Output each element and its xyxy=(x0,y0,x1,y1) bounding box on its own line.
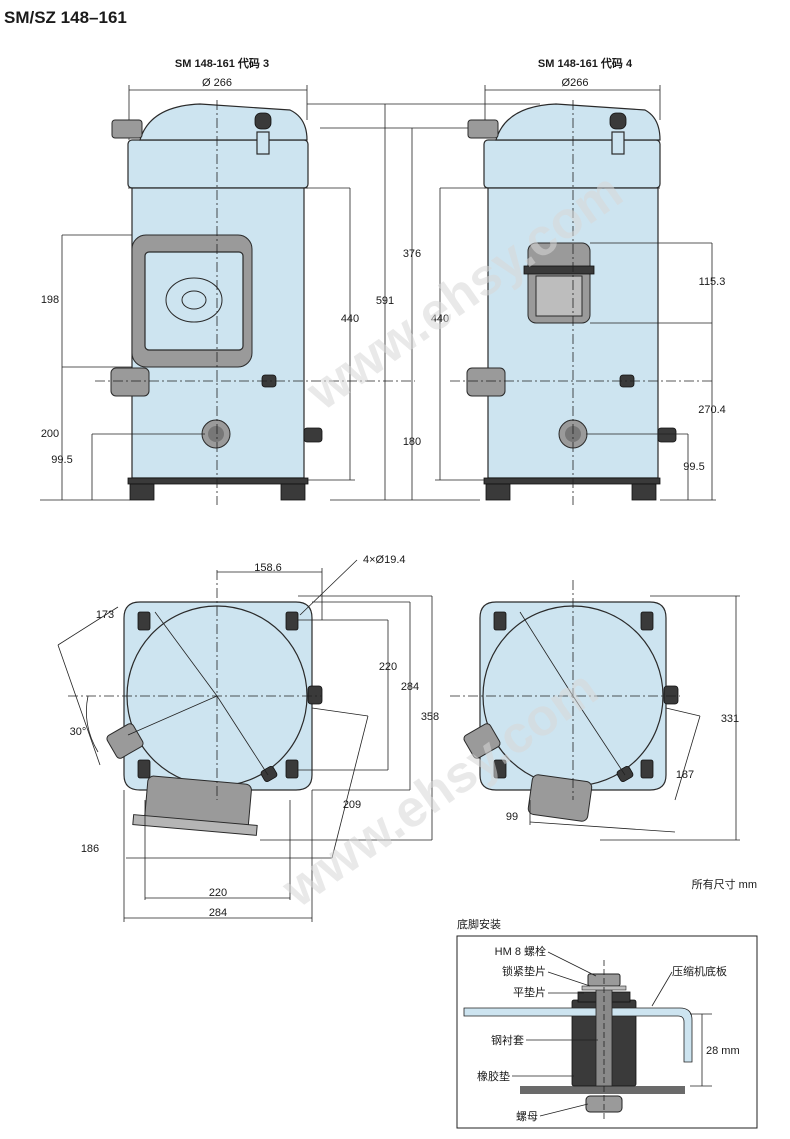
dim-holes: 4×Ø19.4 xyxy=(363,554,406,566)
dim-99-5-b: 99.5 xyxy=(683,461,704,473)
dim-187: 187 xyxy=(676,769,694,781)
dim-158-6: 158.6 xyxy=(254,562,282,574)
dim-30-deg: 30° xyxy=(70,726,87,738)
units-note: 所有尺寸 mm xyxy=(692,877,757,891)
detail-height: 28 mm xyxy=(706,1045,740,1057)
dim-220-b: 220 xyxy=(209,887,227,899)
dim-270-4: 270.4 xyxy=(698,404,726,416)
shared-dims: 591 376 180 xyxy=(307,103,540,501)
dim-209: 209 xyxy=(343,799,361,811)
top-view-code3: 158.6 4×Ø19.4 173 30° 220 284 358 209 18… xyxy=(57,554,439,922)
dim-220-a: 220 xyxy=(379,661,397,673)
front-view-code4: SM 148-161 代码 4 Ø266 440 115 xyxy=(431,56,726,505)
view-label-code4: SM 148-161 代码 4 xyxy=(538,56,633,70)
label-nut: 螺母 xyxy=(516,1110,538,1123)
dim-284-a: 284 xyxy=(401,681,419,693)
dim-173: 173 xyxy=(96,609,114,621)
dim-115-3: 115.3 xyxy=(699,276,726,288)
view-label-code3: SM 148-161 代码 3 xyxy=(175,56,269,70)
page-title: SM/SZ 148–161 xyxy=(4,8,127,27)
dim-198: 198 xyxy=(41,294,59,306)
label-rubber: 橡胶垫 xyxy=(477,1069,510,1083)
dim-284-b: 284 xyxy=(209,907,227,919)
label-bolt: HM 8 螺栓 xyxy=(495,944,546,958)
dim-331: 331 xyxy=(721,713,739,725)
compressor-shell-upper xyxy=(127,139,309,189)
top-view-code4: 331 187 99 xyxy=(450,580,740,841)
dim-358: 358 xyxy=(421,711,439,723)
terminal-box-top-code4 xyxy=(527,774,593,822)
dim-99: 99 xyxy=(506,811,518,823)
label-flat-washer: 平垫片 xyxy=(513,985,546,999)
dim-440-a: 440 xyxy=(341,313,359,325)
dim-186: 186 xyxy=(81,843,99,855)
base-plate xyxy=(463,1007,693,1063)
front-view-code3: SM 148-161 代码 3 Ø 266 xyxy=(40,56,415,505)
label-steel-sleeve: 钢衬套 xyxy=(491,1034,524,1047)
label-lock-washer: 锁紧垫片 xyxy=(502,964,546,978)
dim-200: 200 xyxy=(41,428,59,440)
dim-376: 376 xyxy=(403,248,421,260)
label-base-plate: 压缩机底板 xyxy=(672,964,727,978)
detail-title: 底脚安装 xyxy=(457,917,501,931)
dim-180: 180 xyxy=(403,436,421,448)
dim-440-b: 440 xyxy=(431,313,449,325)
dim-591: 591 xyxy=(376,295,394,307)
dim-99-5-a: 99.5 xyxy=(51,454,72,466)
mounting-detail: 底脚安装 28 mm HM 8 螺栓 锁紧垫片 平垫片 压缩机底板 钢衬套 橡胶… xyxy=(456,917,758,1129)
dim-diameter-266-a: Ø 266 xyxy=(202,77,232,89)
dim-diameter-266-b: Ø266 xyxy=(562,77,589,89)
